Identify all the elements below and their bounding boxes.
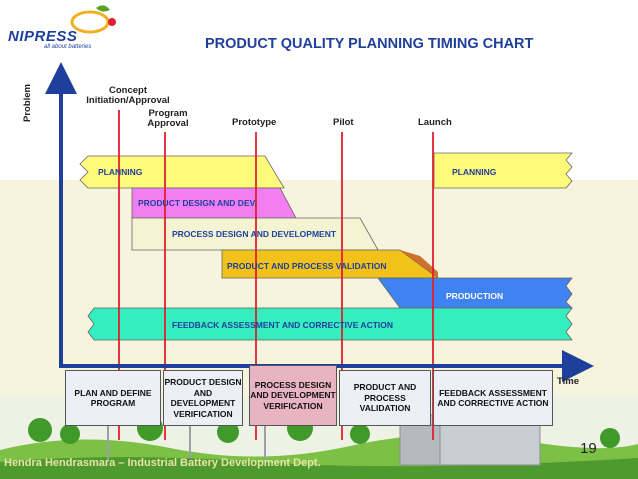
bar-label-production: PRODUCTION <box>446 291 504 301</box>
bar-label-product-design: PRODUCT DESIGN AND DEV. <box>138 198 257 208</box>
bar-planning-left <box>79 155 285 189</box>
bar-planning-right <box>433 152 573 189</box>
milestone-prototype: Prototype <box>232 117 277 128</box>
bar-label-process-design: PROCESS DESIGN AND DEVELOPMENT <box>172 229 337 239</box>
milestone-pilot: Pilot <box>333 117 354 128</box>
phase-process-design: PROCESS DESIGN AND DEVELOPMENT VERIFICAT… <box>249 365 337 426</box>
bar-label-feedback: FEEDBACK ASSESSMENT AND CORRECTIVE ACTIO… <box>172 320 394 330</box>
x-axis-label: Time <box>557 376 580 387</box>
bar-label-validation: PRODUCT AND PROCESS VALIDATION <box>227 261 387 271</box>
phase-plan-define: PLAN AND DEFINE PROGRAM <box>65 370 161 426</box>
milestone-program-approval: Program Approval <box>147 108 189 129</box>
phase-product-design: PRODUCT DESIGN AND DEVELOPMENT VERIFICAT… <box>163 370 243 426</box>
logo-swirl <box>70 5 116 34</box>
bar-validation-tip <box>400 250 438 278</box>
phase-product-process-validation: PRODUCT AND PROCESS VALIDATION <box>339 370 431 426</box>
page-number: 19 <box>580 440 597 457</box>
bar-feedback <box>87 307 573 341</box>
milestone-concept: Concept Initiation/Approval <box>86 85 170 106</box>
footer-text: Hendra Hendrasmara – Industrial Battery … <box>4 457 321 469</box>
bar-label-planning-left: PLANNING <box>98 167 143 177</box>
slide-title: PRODUCT QUALITY PLANNING TIMING CHART <box>205 36 534 52</box>
milestone-launch: Launch <box>418 117 452 128</box>
bar-label-planning-right: PLANNING <box>452 167 497 177</box>
phase-feedback: FEEDBACK ASSESSMENT AND CORRECTIVE ACTIO… <box>433 370 553 426</box>
logo: NIPRESS <box>8 28 78 45</box>
y-axis-label: Problem <box>22 83 33 122</box>
logo-tagline: all about batteries <box>44 44 92 50</box>
